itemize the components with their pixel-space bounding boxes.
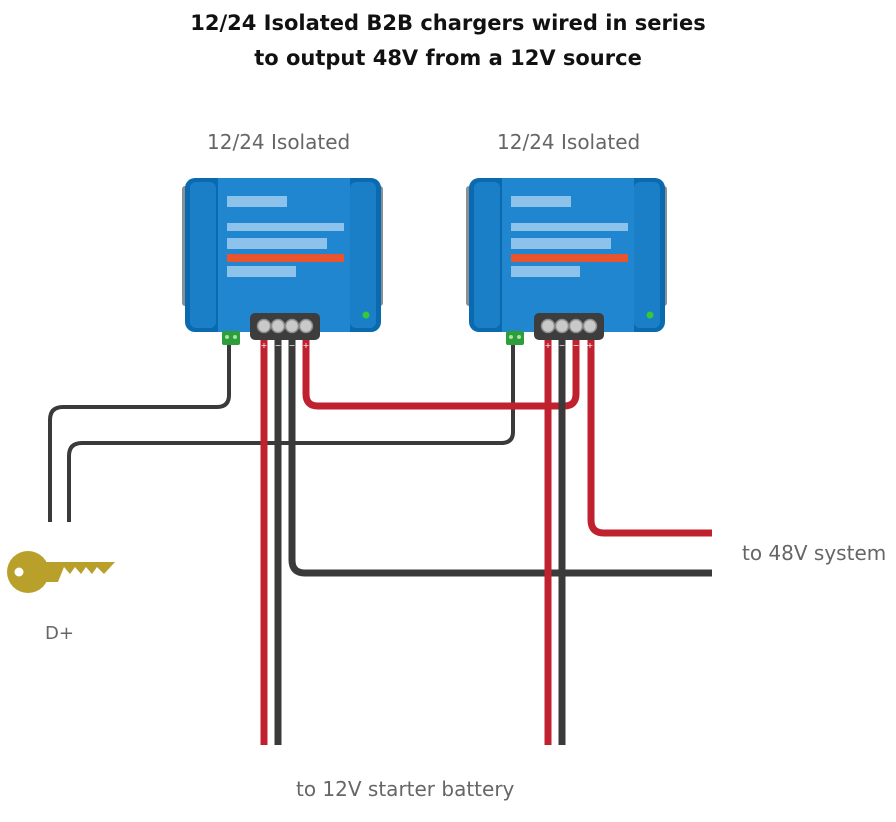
ignition-d-plus-label: D+ (45, 623, 74, 644)
terminal-label: − (573, 341, 580, 350)
terminal-label: + (587, 341, 594, 350)
diagram-title-line-2: to output 48V from a 12V source (254, 46, 642, 70)
charger-1-output-negative-wire (288, 340, 712, 577)
charger-2: + − − + (466, 178, 667, 350)
terminal-label: + (261, 341, 268, 350)
charger-2-label: 12/24 Isolated (497, 130, 641, 154)
terminal-label: + (303, 341, 310, 350)
d-plus-wire-charger-1 (48, 345, 231, 522)
charger-2-output-positive-wire (587, 340, 712, 537)
wires (48, 340, 712, 745)
series-link-wire (302, 340, 580, 410)
key-icon (7, 551, 115, 593)
terminal-label: − (559, 341, 566, 350)
terminal-label: − (289, 341, 296, 350)
led-indicator (362, 311, 370, 319)
input-12v-battery-label: to 12V starter battery (296, 777, 515, 801)
led-indicator (646, 311, 654, 319)
diagram-title-line-1: 12/24 Isolated B2B chargers wired in ser… (190, 11, 706, 35)
output-48v-system-label: to 48V system (742, 541, 887, 565)
terminal-label: + (545, 341, 552, 350)
d-plus-connector (222, 331, 240, 345)
charger-1: + − − + (182, 178, 383, 350)
charger-1-label: 12/24 Isolated (207, 130, 351, 154)
terminal-label: − (275, 341, 282, 350)
d-plus-connector (506, 331, 524, 345)
